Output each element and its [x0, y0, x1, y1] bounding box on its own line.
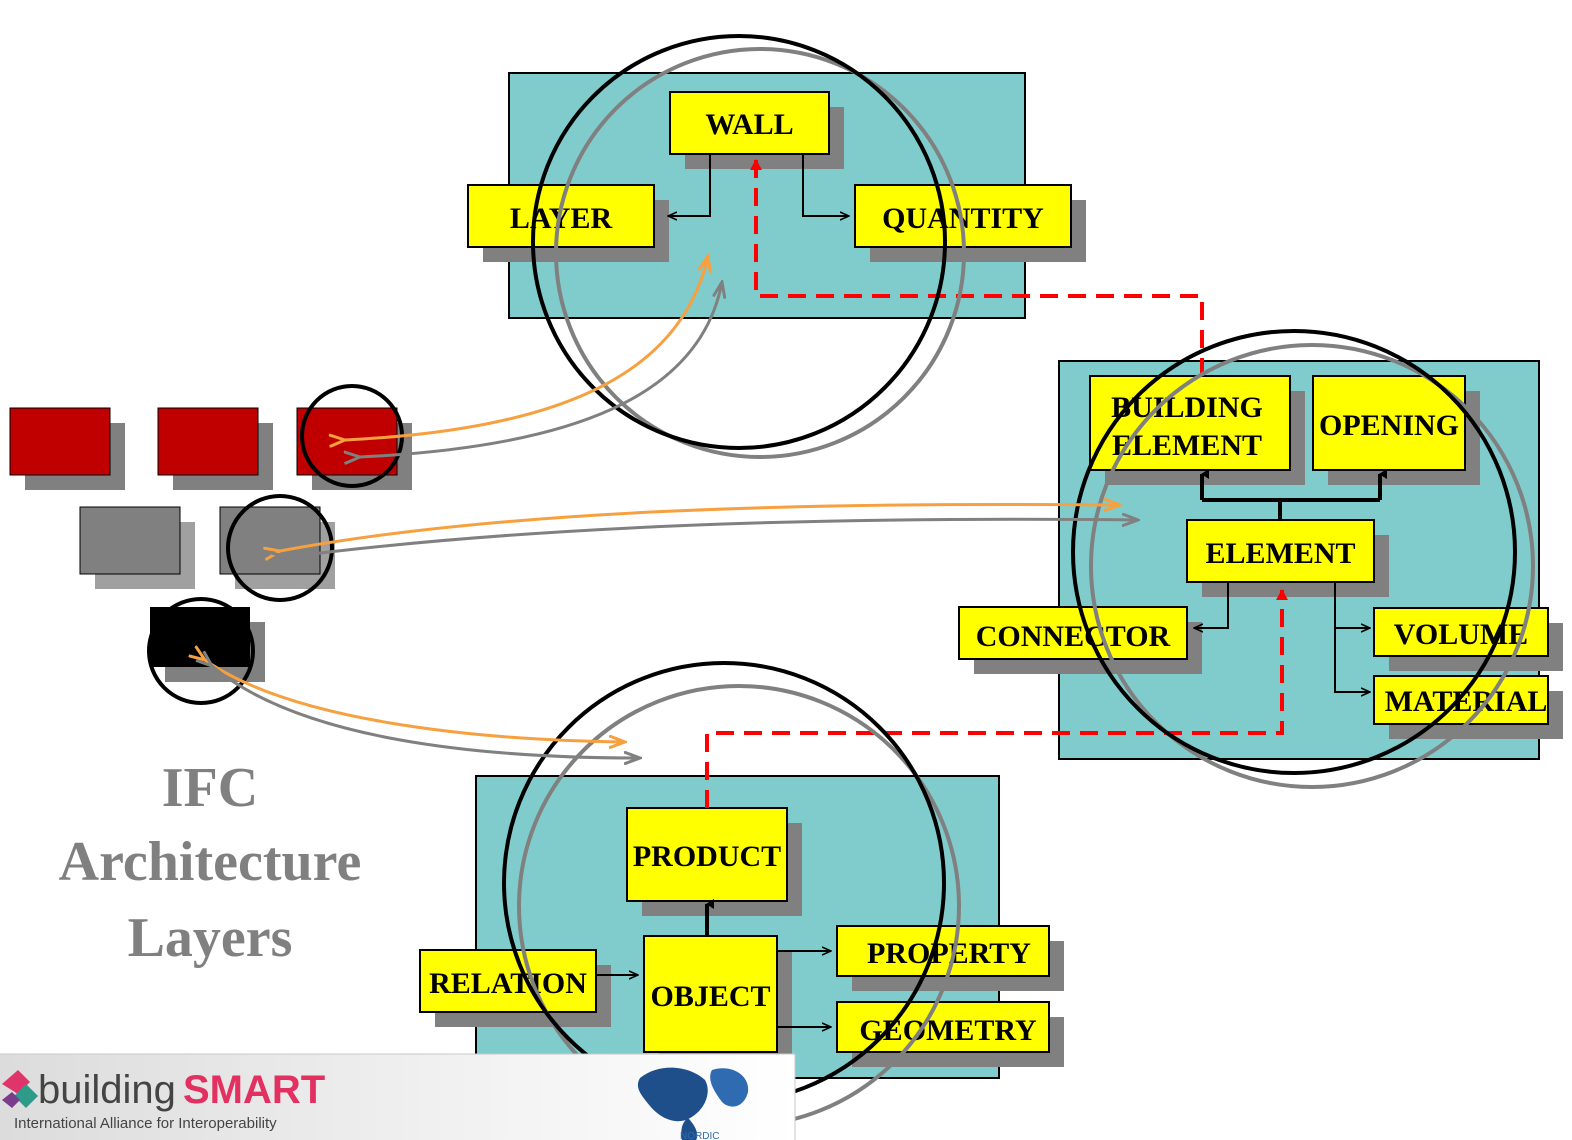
title-line-3: Layers — [128, 907, 293, 969]
domain-layer-blocks — [9, 407, 412, 490]
logo-tagline: International Alliance for Interoperabil… — [14, 1115, 277, 1132]
layer-box: LAYER — [467, 184, 669, 262]
buildingsmart-emblem-icon — [2, 1070, 38, 1108]
element-inheritance-tree — [1200, 469, 1387, 520]
volume-box: VOLUME — [1373, 607, 1563, 671]
wall-layer-mapping-arrows — [345, 256, 722, 457]
product-box: PRODUCT — [626, 807, 802, 916]
world-map-icon — [637, 1067, 749, 1140]
relation-box: RELATION — [419, 949, 611, 1027]
kernel-layer-mapping-arrows — [205, 660, 640, 758]
building-element-box: BUILDING ELEMENT — [1089, 375, 1305, 485]
building-element-label-line1: BUILDING — [1111, 391, 1263, 424]
quantity-box: QUANTITY — [854, 184, 1086, 262]
opening-box: OPENING — [1312, 375, 1480, 485]
element-to-connector-connector — [1194, 582, 1229, 628]
element-box: ELEMENT — [1186, 519, 1389, 597]
geometry-box: GEOMETRY — [836, 1001, 1064, 1067]
wall-to-layer-connector — [668, 154, 711, 216]
relation-label: RELATION — [429, 967, 587, 1000]
opening-label: OPENING — [1319, 409, 1459, 442]
title-line-2: Architecture — [59, 831, 362, 893]
logo-word-smart: SMART — [183, 1068, 325, 1112]
element-layer-mapping-arrows — [280, 504, 1138, 557]
connector-label: CONNECTOR — [976, 620, 1171, 653]
title-line-1: IFC — [162, 757, 258, 819]
wall-box: WALL — [669, 91, 844, 169]
building-element-to-wall-dashed-link — [750, 159, 1204, 376]
element-label: ELEMENT — [1205, 537, 1355, 570]
volume-label: VOLUME — [1394, 618, 1528, 651]
wall-label: WALL — [705, 108, 793, 141]
product-to-element-dashed-link — [705, 589, 1288, 808]
building-element-label-line2: ELEMENT — [1112, 429, 1262, 462]
object-box: OBJECT — [643, 935, 792, 1067]
logo-word-building: building — [38, 1068, 176, 1112]
object-label: OBJECT — [650, 980, 770, 1013]
wall-to-quantity-connector — [802, 154, 849, 216]
product-label: PRODUCT — [633, 840, 781, 873]
nordic-label: NORDIC — [680, 1131, 719, 1140]
buildingsmart-logo: building SMART International Alliance fo… — [2, 1068, 325, 1132]
property-box: PROPERTY — [836, 925, 1064, 991]
connector-box: CONNECTOR — [958, 606, 1202, 674]
nordic-chapter-logo: NORDIC — [637, 1067, 749, 1140]
element-to-material-connector — [1334, 628, 1370, 692]
